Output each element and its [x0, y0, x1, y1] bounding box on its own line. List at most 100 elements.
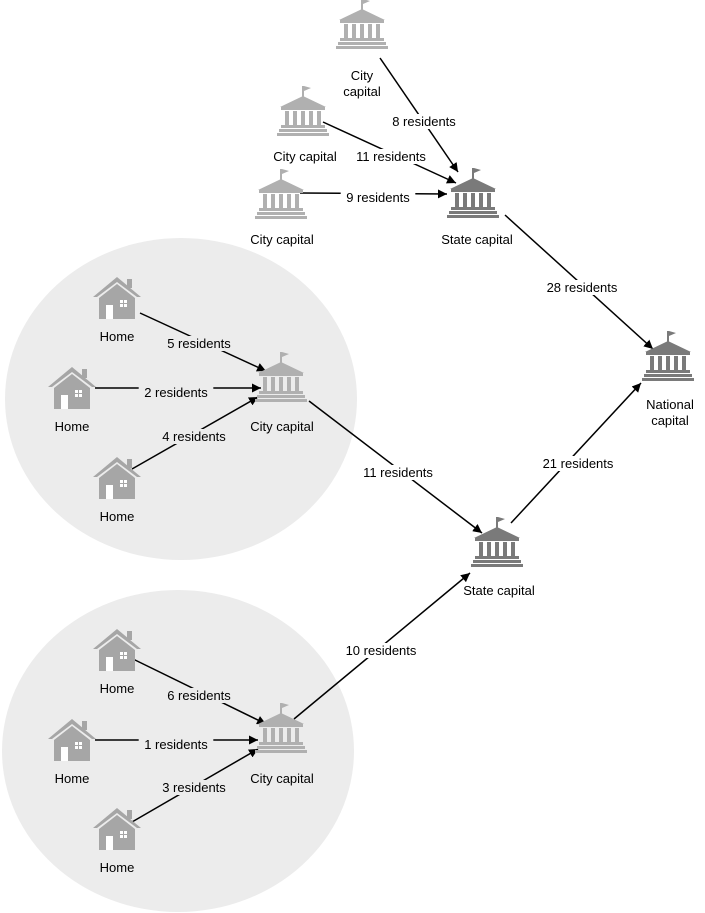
- house-icon: [93, 808, 141, 850]
- node-city-b: City capital: [273, 86, 337, 164]
- edge-city_low-to-state_bottom: 10 residents: [293, 572, 471, 720]
- edge-home_2-to-city_mid: 2 residents: [95, 383, 261, 400]
- edge-label: 1 residents: [144, 737, 208, 752]
- edge-label: 11 residents: [363, 465, 433, 480]
- edge-label: 8 residents: [392, 114, 456, 129]
- edge-city_c-to-state_top: 9 residents: [299, 189, 448, 205]
- edge-label: 5 residents: [167, 336, 231, 351]
- edge-label-background: [161, 688, 237, 703]
- node-label-line: City capital: [250, 419, 314, 434]
- node-label: City capital: [250, 232, 314, 247]
- node-label: Home: [100, 681, 135, 696]
- edge-home_6-to-city_low: 3 residents: [131, 748, 259, 823]
- node-home-4: Home: [93, 629, 141, 696]
- capitol-icon: [336, 0, 388, 49]
- node-label-line: capital: [343, 84, 381, 99]
- node-state-bottom: State capital: [463, 517, 535, 598]
- capitol-icon: [642, 331, 694, 381]
- capitol-icon: [255, 703, 307, 753]
- node-label-line: State capital: [463, 583, 535, 598]
- node-label: Home: [100, 329, 135, 344]
- edge-label-background: [386, 114, 462, 129]
- edge-city_a-to-state_top: 8 residents: [379, 57, 462, 173]
- edge-home_5-to-city_low: 1 residents: [95, 735, 258, 752]
- edge-label-background: [138, 737, 214, 752]
- edge-label: 2 residents: [144, 385, 208, 400]
- node-state-top: State capital: [441, 168, 513, 247]
- house-icon: [93, 457, 141, 499]
- edge-home_3-to-city_mid: 4 residents: [131, 396, 259, 470]
- edge-label-background: [350, 149, 432, 164]
- node-label-line: Home: [100, 509, 135, 524]
- node-label: Home: [55, 419, 90, 434]
- edge-city_b-to-state_top: 11 residents: [322, 121, 457, 184]
- house-icon: [93, 277, 141, 319]
- node-label-line: Home: [100, 329, 135, 344]
- edge-label-background: [156, 780, 232, 795]
- capitol-icon: [471, 517, 523, 567]
- node-home-3: Home: [93, 457, 141, 524]
- edges-layer: 8 residents 11 residents 9 residents 28 res…: [95, 57, 654, 823]
- edge-label-background: [340, 643, 422, 658]
- node-label-line: State capital: [441, 232, 513, 247]
- edge-label: 6 residents: [167, 688, 231, 703]
- edge-label: 11 residents: [356, 149, 426, 164]
- capitol-icon: [255, 352, 307, 402]
- edge-label-background: [161, 336, 237, 351]
- node-label: City capital: [250, 771, 314, 786]
- edge-home_1-to-city_mid: 5 residents: [139, 312, 267, 372]
- node-city-mid: City capital: [250, 352, 314, 434]
- house-icon: [93, 629, 141, 671]
- edge-home_4-to-city_low: 6 residents: [132, 658, 267, 725]
- node-label-line: National: [646, 397, 694, 412]
- node-label: State capital: [463, 583, 535, 598]
- capitol-icon: [255, 169, 307, 219]
- node-label: City capital: [250, 419, 314, 434]
- node-label-line: City capital: [250, 771, 314, 786]
- edge-label-background: [541, 280, 623, 295]
- node-label-line: Home: [100, 681, 135, 696]
- edge-label-background: [138, 385, 214, 400]
- node-city-low: City capital: [250, 703, 314, 786]
- node-label: Home: [55, 771, 90, 786]
- node-home-6: Home: [93, 808, 141, 875]
- house-icon: [48, 719, 96, 761]
- edge-state_top-to-national: 28 residents: [504, 214, 654, 350]
- capitol-icon: [277, 86, 329, 136]
- node-city-c: City capital: [250, 169, 314, 247]
- edge-label-background: [156, 429, 232, 444]
- edge-state_bottom-to-national: 21 residents: [510, 382, 642, 524]
- node-label-line: capital: [651, 413, 689, 428]
- edge-label: 10 residents: [346, 643, 417, 658]
- node-home-1: Home: [93, 277, 141, 344]
- node-label-line: City capital: [273, 149, 337, 164]
- edge-label: 21 residents: [543, 456, 614, 471]
- edge-label: 4 residents: [162, 429, 226, 444]
- edge-label: 3 residents: [162, 780, 226, 795]
- node-label: State capital: [441, 232, 513, 247]
- node-label: Home: [100, 509, 135, 524]
- edge-label-background: [537, 456, 619, 471]
- node-label-line: Home: [100, 860, 135, 875]
- node-label: City capital: [273, 149, 337, 164]
- edge-label: 9 residents: [346, 190, 410, 205]
- node-label-line: Home: [55, 771, 90, 786]
- node-label: Home: [100, 860, 135, 875]
- house-icon: [48, 367, 96, 409]
- node-home-2: Home: [48, 367, 96, 434]
- edge-label: 28 residents: [547, 280, 618, 295]
- edge-label-background: [357, 465, 439, 480]
- node-label-line: City: [351, 68, 374, 83]
- edge-arrow: [510, 382, 642, 524]
- edge-label-background: [340, 190, 416, 205]
- capitol-icon: [447, 168, 499, 218]
- edge-city_mid-to-state_bottom: 11 residents: [308, 400, 483, 534]
- node-label-line: Home: [55, 419, 90, 434]
